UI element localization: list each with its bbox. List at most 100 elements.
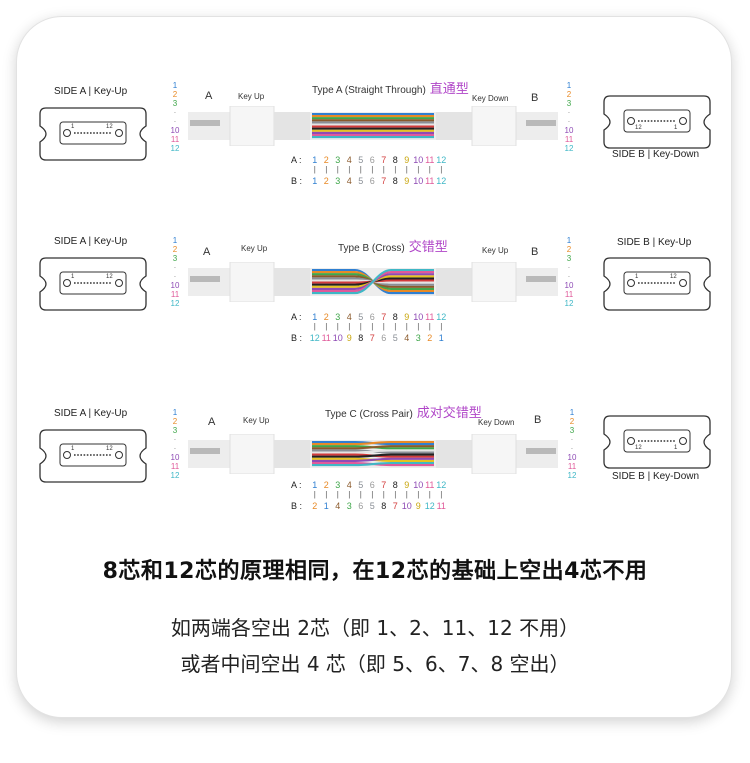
fiber-position: 3	[335, 176, 341, 186]
fiber-number: 10	[564, 281, 574, 290]
fiber-position: 12	[309, 333, 320, 343]
right-key-label: Key Down	[478, 418, 515, 427]
mapping-ticks: ||||||||||||	[309, 165, 447, 174]
fiber-number: 10	[170, 281, 180, 290]
left-side-label: SIDE A | Key-Up	[54, 408, 128, 419]
fiber-number: 1	[172, 81, 178, 90]
mpo-connector-left-icon: 1 12	[39, 257, 147, 311]
fiber-position: 1	[312, 176, 318, 186]
fiber-position: 9	[404, 176, 410, 186]
fiber-position: 1	[312, 480, 318, 490]
svg-text:12: 12	[106, 446, 113, 452]
mapping-tick: |	[382, 322, 385, 331]
fiber-number: 11	[170, 290, 180, 299]
fiber-position: 12	[424, 501, 435, 511]
fiber-number: ·	[173, 435, 177, 444]
fiber-position: 10	[332, 333, 343, 343]
ferrule-left	[190, 120, 220, 126]
mapping-tick: |	[417, 322, 420, 331]
fiber-number: 12	[567, 471, 577, 480]
fiber-position: 12	[436, 176, 447, 186]
fiber-strand	[312, 449, 434, 454]
fiber-position: 6	[358, 501, 364, 511]
mapping-tick: |	[325, 322, 328, 331]
cable-diagram	[188, 434, 558, 474]
fiber-position: 4	[346, 176, 352, 186]
mapping-tick: |	[405, 490, 408, 499]
left-side-label: SIDE A | Key-Up	[54, 236, 128, 247]
mapping-tick: |	[428, 165, 431, 174]
fiber-position: 3	[346, 501, 352, 511]
type-title: Type C (Cross Pair)成对交错型	[325, 405, 482, 420]
row-label: B :	[291, 176, 303, 186]
mapping-tick: |	[417, 165, 420, 174]
fiber-position: 3	[335, 312, 341, 322]
fiber-number: 3	[172, 426, 178, 435]
ferrule-right	[526, 276, 556, 282]
mapping-tick: |	[359, 322, 362, 331]
right-side-label: SIDE B | Key-Down	[612, 471, 700, 482]
conn-num-left: 1	[71, 124, 75, 130]
fiber-number: 12	[170, 299, 180, 308]
headline: 8芯和12芯的原理相同，在12芯的基础上空出4芯不用	[102, 559, 648, 584]
fiber-number: 3	[172, 254, 178, 263]
fiber-position: 6	[369, 176, 375, 186]
fiber-position: 6	[369, 155, 375, 165]
end-a-label: A	[203, 246, 211, 258]
fiber-strand	[312, 268, 434, 295]
fiber-number: 1	[172, 408, 178, 417]
mapping-tick: |	[336, 490, 339, 499]
fiber-position: 11	[425, 155, 435, 165]
fiber-number: ·	[567, 263, 571, 272]
mapping-tick: |	[348, 322, 351, 331]
sleeve-right	[436, 112, 472, 140]
fiber-position: 8	[392, 312, 398, 322]
mapping-ticks: ||||||||||||	[309, 490, 447, 499]
fiber-bundle	[312, 112, 434, 139]
right-key-label: Key Down	[472, 94, 509, 103]
svg-text:1: 1	[635, 274, 639, 280]
fiber-position: 4	[346, 480, 352, 490]
mapping-tick: |	[325, 490, 328, 499]
mapping-tick: |	[382, 490, 385, 499]
fiber-number: 2	[566, 90, 572, 99]
type-title: Type A (Straight Through)直通型	[312, 81, 469, 96]
explanation-line-2: 或者中间空出 4 芯（即 5、6、7、8 空出）	[180, 652, 570, 676]
svg-text:12: 12	[106, 274, 113, 280]
fiber-number: 2	[172, 90, 178, 99]
fiber-position: 2	[323, 480, 329, 490]
mapping-tick: |	[440, 490, 443, 499]
fiber-number: 11	[564, 290, 574, 299]
mapping-tick: |	[405, 322, 408, 331]
left-key-label: Key Up	[243, 416, 270, 425]
fiber-strand	[312, 461, 434, 467]
boot-left	[229, 262, 275, 302]
mapping-tick: |	[428, 322, 431, 331]
fiber-position: 7	[381, 176, 387, 186]
sleeve-left	[274, 112, 310, 140]
svg-text:12: 12	[635, 125, 642, 131]
fiber-number: 10	[564, 126, 574, 135]
fiber-position: 7	[381, 155, 387, 165]
fiber-position: 4	[346, 155, 352, 165]
fiber-number: 1	[569, 408, 575, 417]
end-a-label: A	[208, 416, 216, 428]
fiber-number: 12	[170, 144, 180, 153]
right-side-label: SIDE B | Key-Up	[617, 237, 692, 248]
mapping-tick: |	[405, 165, 408, 174]
fiber-position: 3	[415, 333, 421, 343]
row-label: A :	[291, 155, 302, 165]
fiber-number: 11	[564, 135, 574, 144]
left-side-label: SIDE A | Key-Up	[54, 86, 128, 97]
mapping-tick: |	[440, 165, 443, 174]
fiber-strand	[312, 453, 434, 458]
boot-right	[471, 262, 517, 302]
fiber-number: 10	[170, 453, 180, 462]
svg-text:12: 12	[670, 274, 677, 280]
